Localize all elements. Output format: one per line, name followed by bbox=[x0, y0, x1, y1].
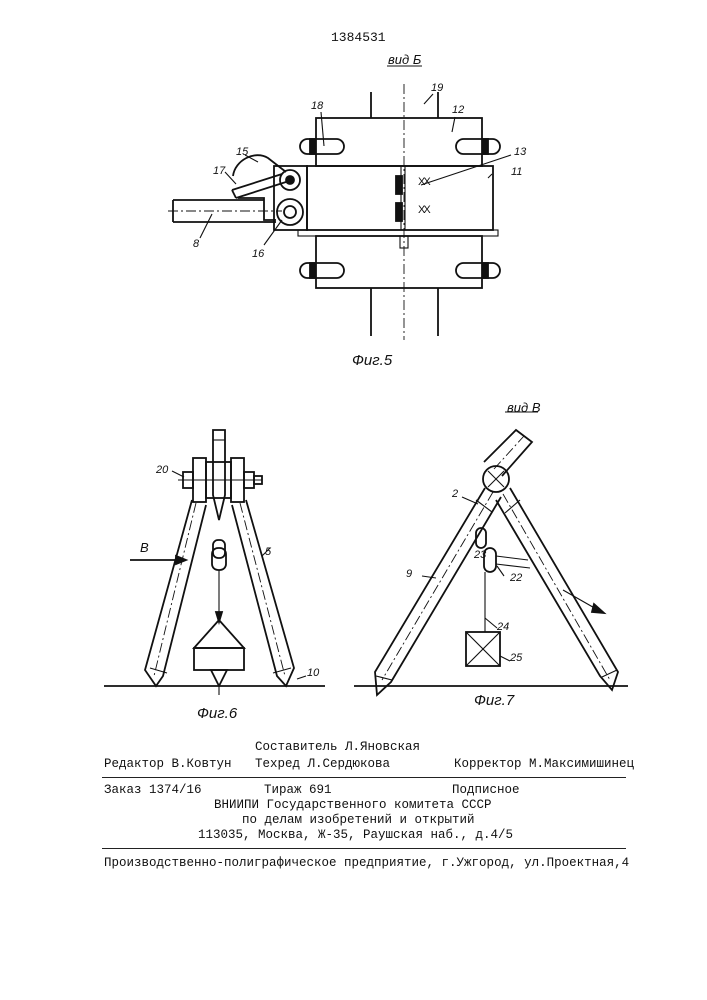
colophon-org-line2: по делам изобретений и открытий bbox=[242, 813, 475, 827]
colophon-compiler: Составитель Л.Яновская bbox=[255, 740, 420, 754]
colophon-subscription: Подписное bbox=[452, 783, 520, 797]
fig7-label-22: 22 bbox=[510, 572, 522, 584]
fig7-caption: Фиг.7 bbox=[474, 692, 514, 709]
colophon-rule-2 bbox=[102, 848, 626, 849]
colophon-address: 113035, Москва, Ж-35, Раушская наб., д.4… bbox=[198, 828, 513, 842]
fig7-label-2: 2 bbox=[452, 488, 458, 500]
fig7-label-9: 9 bbox=[406, 568, 412, 580]
fig7-label-23: 23 bbox=[474, 549, 486, 561]
colophon-org-line1: ВНИИПИ Государственного комитета СССР bbox=[214, 798, 492, 812]
fig7-label-24: 24 bbox=[497, 621, 509, 633]
colophon-print-run: Тираж 691 bbox=[264, 783, 332, 797]
fig7-label-25: 25 bbox=[510, 652, 522, 664]
colophon-editor: Редактор В.Ковтун bbox=[104, 757, 232, 771]
colophon-techred: Техред Л.Сердюкова bbox=[255, 757, 390, 771]
colophon-corrector: Корректор М.Максимишинец bbox=[454, 757, 634, 771]
colophon-rule-1 bbox=[102, 777, 626, 778]
fig7-view-label: вид В bbox=[507, 400, 540, 415]
colophon-printer: Производственно-полиграфическое предприя… bbox=[104, 856, 629, 870]
colophon-order: Заказ 1374/16 bbox=[104, 783, 202, 797]
